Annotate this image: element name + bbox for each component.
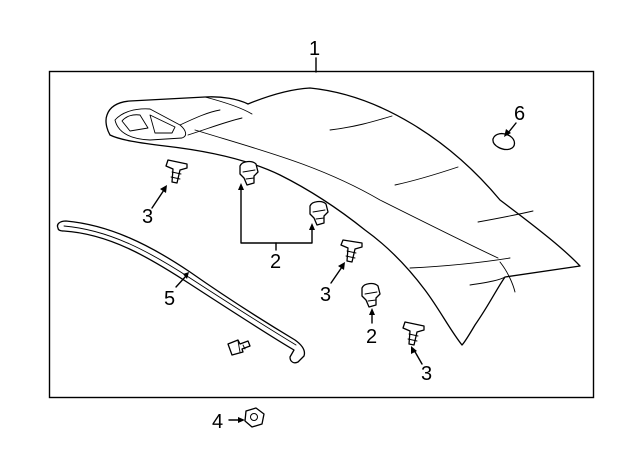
- pin-part-2-a: [239, 160, 259, 186]
- clip-part-3-c: [402, 321, 425, 365]
- pad-part-6: [492, 122, 517, 151]
- callout-2-bracket: [238, 183, 315, 251]
- callout-3c: 3: [421, 363, 432, 385]
- callout-4: 4: [212, 411, 223, 433]
- callout-6: 6: [514, 103, 525, 125]
- clip-part-3-b: [330, 239, 363, 284]
- callout-2b: 2: [366, 326, 377, 348]
- callout-1: 1: [309, 38, 320, 60]
- screw: [227, 339, 251, 356]
- callout-3a: 3: [142, 206, 153, 228]
- callout-3b: 3: [320, 284, 331, 306]
- nut-part-4: [228, 407, 265, 428]
- pin-part-2-b: [309, 200, 329, 226]
- callout-5: 5: [164, 288, 175, 310]
- callout-2a: 2: [270, 251, 281, 273]
- spoiler: [105, 87, 581, 346]
- diagram-frame: [48, 70, 595, 399]
- seal-part-5: [56, 220, 306, 364]
- pin-part-2-c: [361, 282, 381, 308]
- clip-part-3-a: [151, 159, 188, 209]
